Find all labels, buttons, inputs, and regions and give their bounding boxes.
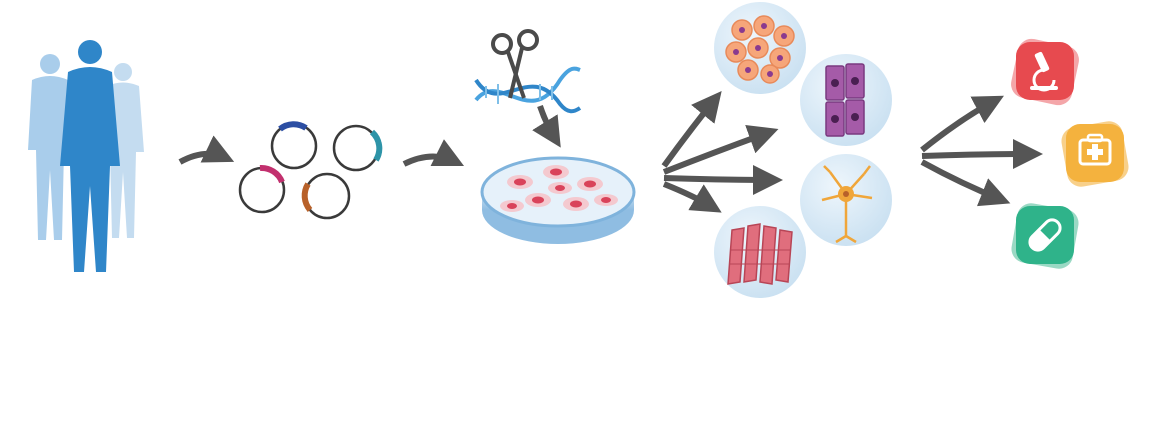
scissors-dna-icon [474,29,582,114]
flow-arrow [402,139,465,167]
flow-arrow [532,105,561,148]
pill-capsule-icon [1011,203,1079,269]
epithelial-cells-icon [800,54,892,146]
microscope-icon [1011,38,1079,106]
neuron-icon [800,154,892,246]
branch-arrows-cells [661,91,783,213]
flow-arrow [178,135,235,165]
muscle-cells-icon [714,206,806,298]
petri-dish-icon [480,156,636,244]
people-silhouette-icon [28,40,144,272]
stem-cell-cluster-icon [714,2,806,94]
branch-arrows-applications [920,95,1043,207]
first-aid-kit-icon [1061,121,1129,187]
plasmid-vectors-icon [238,121,383,220]
